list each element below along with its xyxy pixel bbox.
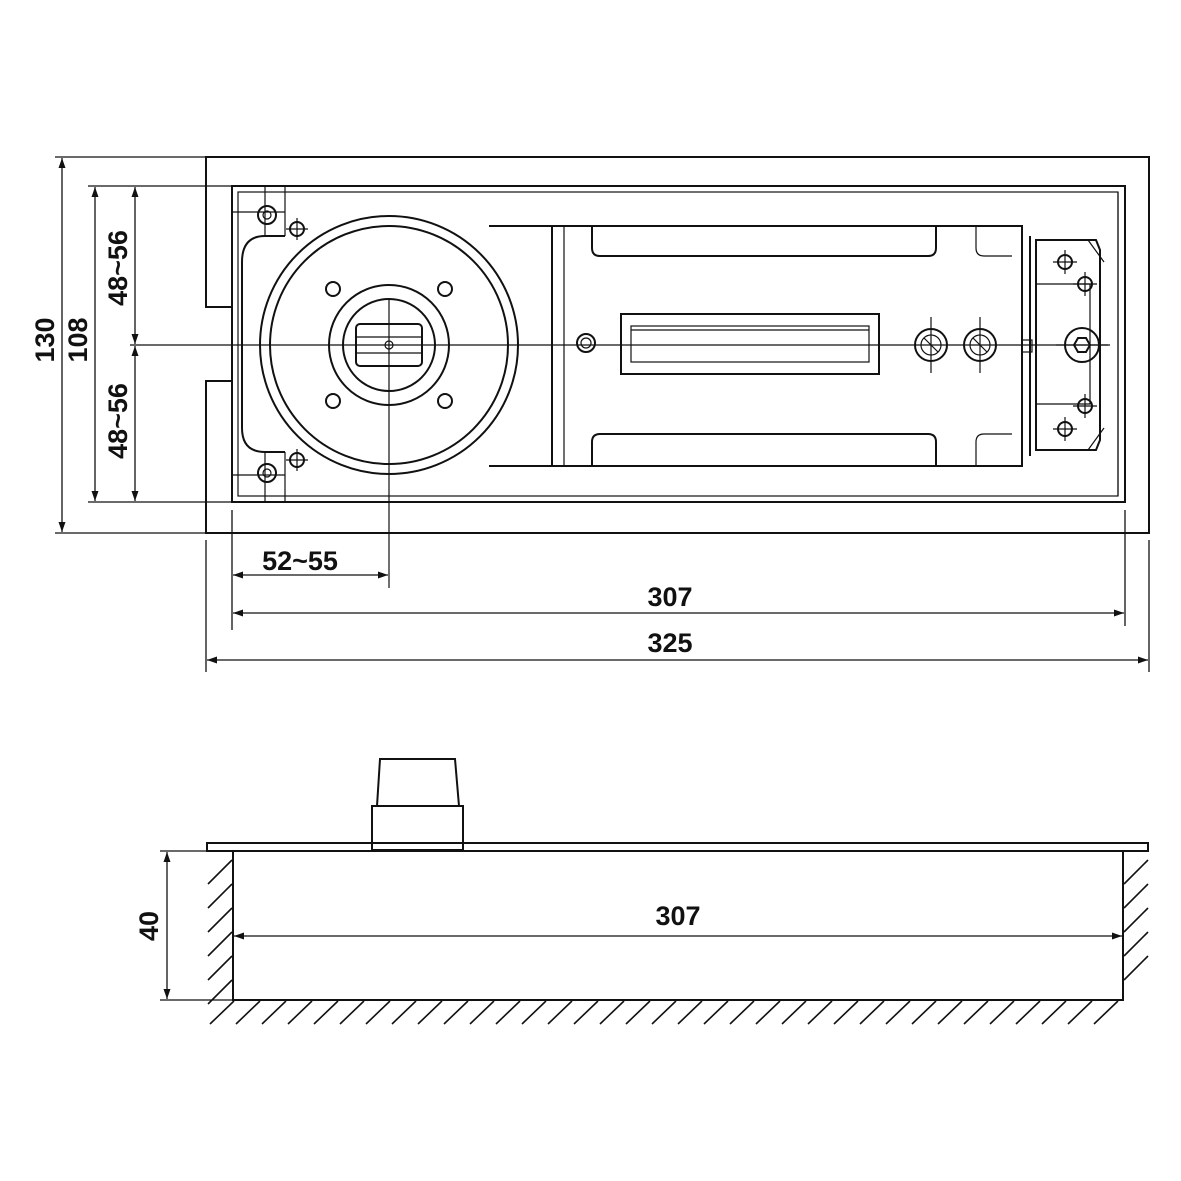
screw-icon [286, 449, 308, 471]
housing-frame-outer [231, 185, 1126, 503]
screw-icon [1073, 272, 1097, 296]
dim-40-label: 40 [134, 911, 164, 941]
ground-hatching-right [1123, 859, 1149, 981]
ground-hatching-bottom [209, 1000, 1119, 1025]
screw-icon [257, 463, 277, 483]
dim-upper-offset-label: 48~56 [103, 230, 133, 306]
dim-325-label: 325 [647, 628, 692, 658]
dim-108-label: 108 [63, 317, 93, 362]
spring-body [489, 225, 1023, 467]
dim-lower-offset-label: 48~56 [103, 383, 133, 459]
mounting-hole-icon [437, 281, 453, 297]
dim-130-label: 130 [30, 317, 60, 362]
mounting-hole-icon [437, 393, 453, 409]
dim-307-side-label: 307 [655, 901, 700, 931]
side-cover-plate [206, 842, 1149, 852]
side-body [232, 850, 1124, 1001]
screw-icon [286, 218, 308, 240]
screw-icon [576, 333, 596, 353]
spindle-cap [376, 758, 460, 807]
mounting-hole-icon [325, 393, 341, 409]
screw-icon [1073, 394, 1097, 418]
ground-hatching-left [207, 859, 233, 1005]
left-bracket [241, 235, 285, 453]
mounting-hole-icon [325, 281, 341, 297]
top-view: 130 108 48~56 48~56 52~55 307 325 [30, 156, 1150, 672]
right-end-bracket [1021, 232, 1105, 460]
dim-307-top-label: 307 [647, 582, 692, 612]
housing-frame-inner [237, 191, 1119, 497]
side-view: 40 307 [134, 758, 1149, 1025]
screw-icon [1053, 250, 1077, 274]
dim-axis-offset-label: 52~55 [262, 546, 338, 576]
screw-icon [257, 205, 277, 225]
adjustment-slot [620, 313, 880, 375]
screw-icon [1053, 417, 1077, 441]
cover-plate-outline [205, 156, 1150, 534]
